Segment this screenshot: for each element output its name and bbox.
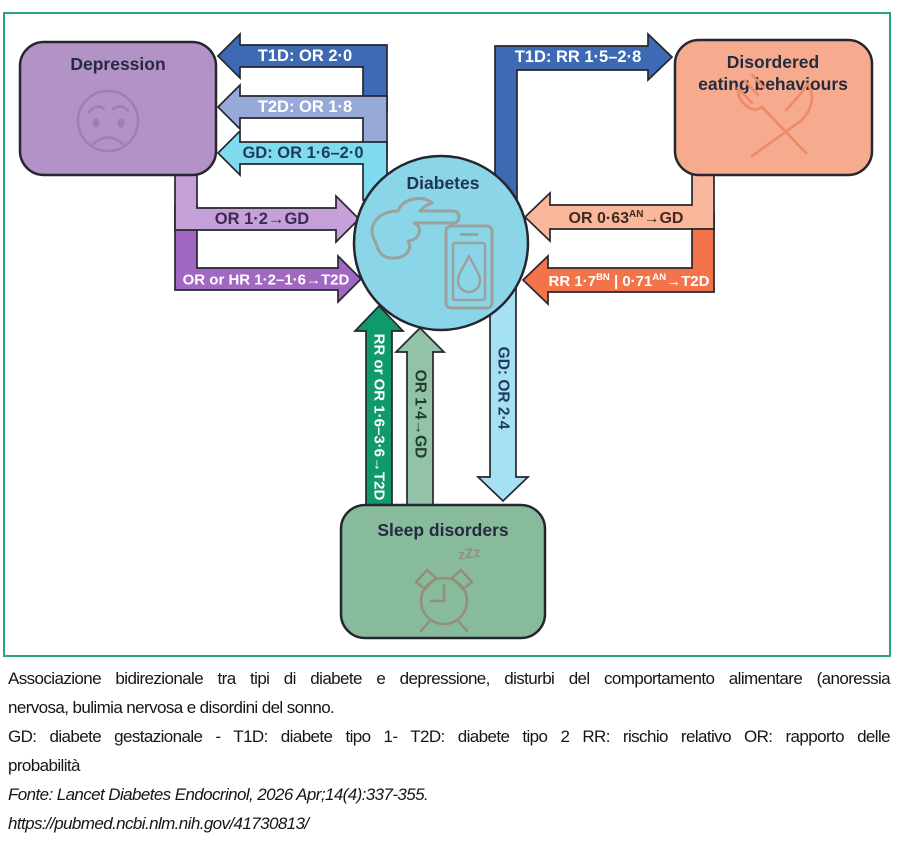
caption-url: https://pubmed.ncbi.nlm.nih.gov/41730813… xyxy=(8,814,309,833)
arrow-label-t2d-to-depression: T2D: OR 1·8 xyxy=(258,98,352,116)
arrow-label-eating-to-gd: OR 0·63AN→GD xyxy=(569,209,684,227)
fork-knife-icon xyxy=(736,73,814,158)
caption-legend-line: GD: diabete gestazionale - T1D: diabete … xyxy=(8,727,891,746)
arrow-label-gd-to-depression: GD: OR 1·6–2·0 xyxy=(242,144,363,162)
arrow-label-sleep-to-gd: OR 1·4→GD xyxy=(412,370,429,459)
arrow-diabetes-to-sleep xyxy=(475,287,531,503)
arrow-label-sleep-to-t2d: RR or OR 1·6–3·6→T2D xyxy=(371,334,388,501)
caption-source: Fonte: Lancet Diabetes Endocrinol, 2026 … xyxy=(8,785,429,804)
node-sleep xyxy=(339,503,547,640)
figure-caption: Associazione bidirezionale tra tipi di d… xyxy=(0,659,900,838)
arrow-label-diabetes-to-sleep: GD: OR 2·4 xyxy=(495,347,512,430)
arrow-label-depression-to-t2d: OR or HR 1·2–1·6→T2D xyxy=(183,272,350,289)
glucose-test-icon xyxy=(370,197,494,310)
diabetes-association-diagram: Diabetes Depression xyxy=(3,12,891,657)
arrow-eating-to-gd xyxy=(523,171,715,243)
arrow-label-eating-to-t2d: RR 1·7BN | 0·71AN→T2D xyxy=(549,272,710,290)
eating-label-line1: Disordered xyxy=(727,52,819,72)
zzz-label: zZz xyxy=(457,544,482,563)
diabetes-label: Diabetes xyxy=(407,173,480,193)
arrow-depression-to-gd xyxy=(174,171,361,245)
arrow-label-t1d-to-depression: T1D: OR 2·0 xyxy=(258,47,352,65)
arrow-sleep-to-t2d xyxy=(353,304,405,509)
arrow-label-depression-to-gd: OR 1·2→GD xyxy=(215,210,310,228)
arrow-eating-to-t2d xyxy=(521,211,715,306)
sad-face-icon xyxy=(76,89,140,153)
node-depression xyxy=(18,40,218,177)
arrow-depression-to-t2d xyxy=(174,204,363,305)
caption-line: Associazione bidirezionale tra tipi di d… xyxy=(8,669,891,688)
alarm-clock-icon xyxy=(414,568,474,633)
caption-legend-line: probabilità xyxy=(8,756,80,775)
arrow-sleep-to-gd xyxy=(393,326,447,509)
node-eating xyxy=(673,38,874,177)
eating-label-line2: eating behaviours xyxy=(698,74,848,94)
sleep-label: Sleep disorders xyxy=(377,520,509,540)
caption-line: nervosa, bulimia nervosa e disordini del… xyxy=(8,698,335,717)
diagram-canvas: Diabetes Depression xyxy=(3,12,891,657)
depression-label: Depression xyxy=(70,54,165,74)
arrow-label-t1d-to-eating: T1D: RR 1·5–2·8 xyxy=(515,48,642,66)
